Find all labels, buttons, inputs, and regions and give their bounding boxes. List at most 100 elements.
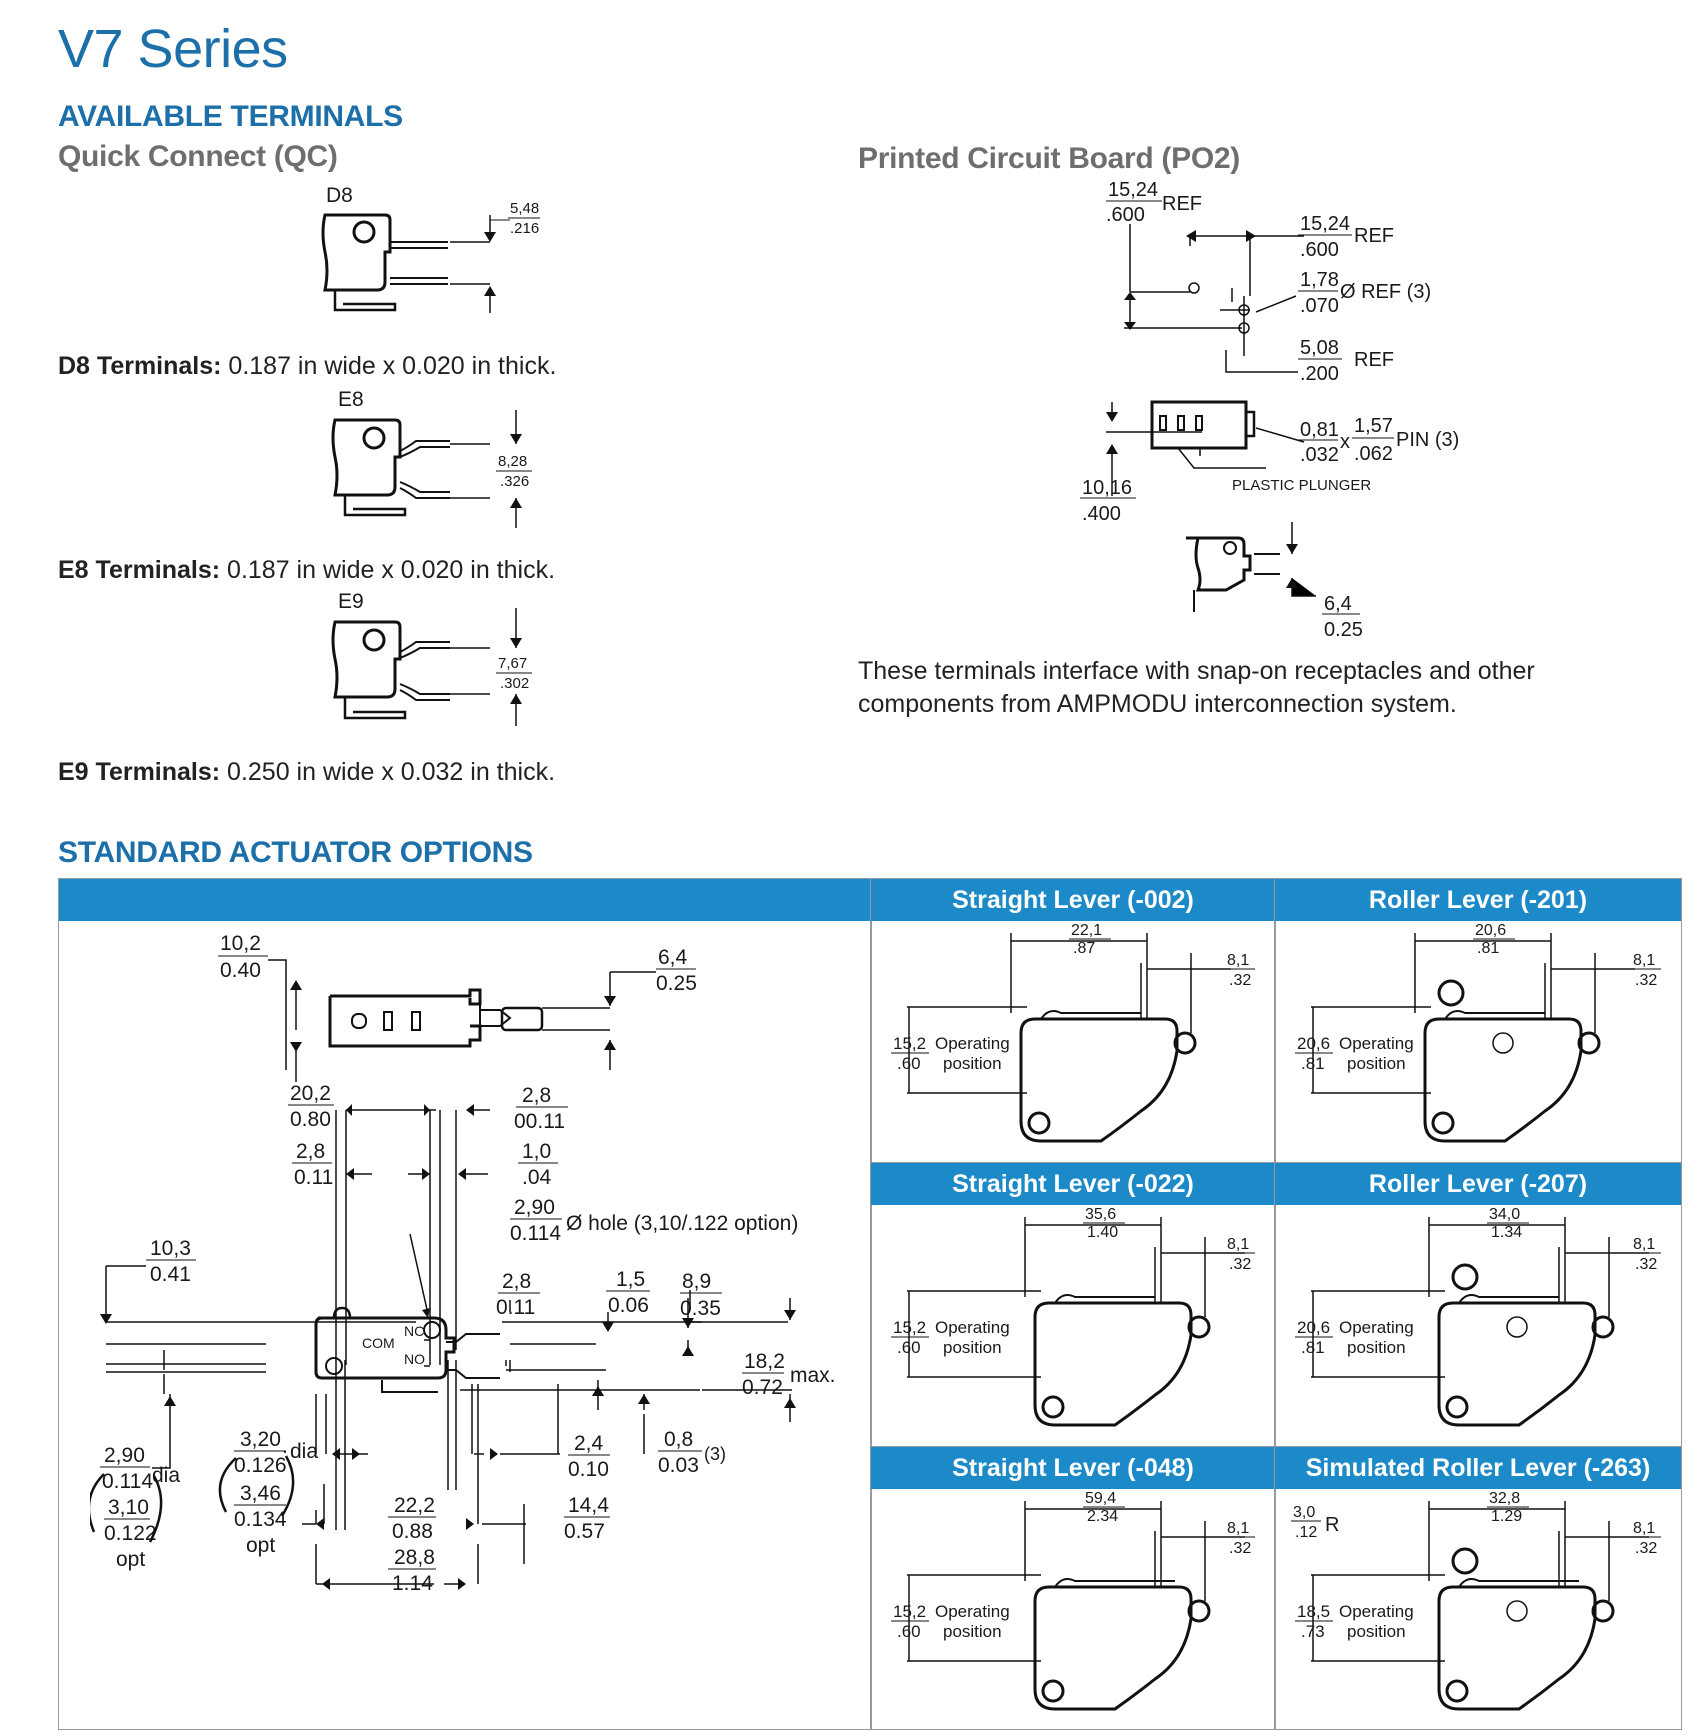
op-label: Operating [935, 1318, 1010, 1337]
op-dim-top: 18,5 [1297, 1602, 1330, 1621]
dim-g-note: Ø hole (3,10/.122 option) [566, 1212, 798, 1235]
pcb-d5-a-bot: .032 [1300, 444, 1339, 466]
e8-spec-text: 0.187 in wide x 0.020 in thick. [220, 556, 556, 584]
dim-i-bot: 0.11 [496, 1296, 535, 1319]
op-label: Operating [1339, 1602, 1414, 1621]
op-label: Operating [1339, 1318, 1414, 1337]
actuator-drawing: 32,81.298,1.3218,5.73Operatingposition3,… [1291, 1491, 1661, 1711]
op-label-2: position [943, 1622, 1002, 1641]
op-dim-bot: .60 [897, 1622, 921, 1641]
dim-p-top: 0,8 [664, 1428, 693, 1451]
len-dim-bot: 1.29 [1491, 1508, 1522, 1525]
lever [1054, 1578, 1175, 1588]
dim-c-top: 20,2 [290, 1082, 331, 1105]
mount-hole [1577, 1031, 1601, 1055]
d8-label: D8 [326, 184, 353, 207]
pcb-d1-bot: .600 [1106, 204, 1145, 226]
op-dim-top: 15,2 [893, 1034, 926, 1053]
pcb-d4-top: 5,08 [1300, 337, 1339, 359]
off-dim-bot: .32 [1229, 972, 1251, 989]
switch-body [1033, 1301, 1193, 1427]
lever [1054, 1294, 1155, 1304]
op-dim-top: 15,2 [893, 1602, 926, 1621]
dim-p-note: (3) [704, 1444, 726, 1464]
radius-dim-bot: .12 [1295, 1524, 1317, 1541]
d8-dim-top: 5,48 [510, 200, 539, 217]
e9-spec-text: 0.250 in wide x 0.032 in thick. [220, 758, 556, 786]
len-dim-top: 34,0 [1489, 1207, 1520, 1223]
pcb-terminal-drawing: 15,24 .600 REF 15,24 .600 REF 1,78 .070 … [1080, 179, 1459, 641]
dim-h-bot: 0.41 [150, 1263, 191, 1286]
actuator-panel-title: Simulated Roller Lever (-263) [1275, 1447, 1681, 1489]
crosshair [1506, 1600, 1528, 1622]
no-label: NO [404, 1351, 425, 1367]
lever [1040, 1010, 1141, 1020]
pcb-d2-ref: REF [1354, 225, 1394, 247]
dim-n-opt-top: 3,46 [240, 1482, 281, 1505]
dim-d-top: 2,8 [522, 1084, 551, 1107]
dim-i-top: 2,8 [502, 1270, 531, 1293]
dim-l-bot: 0.72 [742, 1376, 783, 1399]
e9-spec-name: E9 Terminals: [58, 758, 221, 786]
pcb-d5-x: x [1340, 431, 1350, 453]
com-label: COM [362, 1335, 395, 1351]
d8-spec-name: D8 Terminals: [58, 352, 222, 380]
op-label-2: position [1347, 1338, 1406, 1357]
lever [1444, 1010, 1545, 1020]
actuator-panel-title: Straight Lever (-022) [871, 1163, 1275, 1205]
dim-n-opt-label: opt [246, 1534, 275, 1557]
pcb-d4-ref: REF [1354, 349, 1394, 371]
len-dim-bot: 1.34 [1491, 1224, 1522, 1241]
switch-body [1437, 1301, 1597, 1427]
len-dim-top: 22,1 [1071, 923, 1102, 939]
d8-dim-bot: .216 [510, 220, 539, 237]
dim-k-top: 8,9 [682, 1270, 711, 1293]
off-dim-bot: .32 [1635, 972, 1657, 989]
roller [1437, 979, 1465, 1007]
dim-n-dia: dia [290, 1440, 318, 1463]
roller [1451, 1263, 1479, 1291]
pcb-note: These terminals interface with snap-on r… [858, 657, 1535, 718]
switch-body [1019, 1017, 1179, 1143]
op-label: Operating [1339, 1034, 1414, 1053]
roller [1451, 1547, 1479, 1575]
e9-dim-top: 7,67 [498, 655, 527, 672]
pcb-d1-top: 15,24 [1108, 179, 1158, 201]
e8-terminal-drawing: E8 8,28 .326 [331, 388, 532, 528]
pcb-d3-ref: Ø REF (3) [1340, 281, 1431, 303]
op-label-2: position [943, 1338, 1002, 1357]
pcb-d7-bot: 0.25 [1324, 619, 1363, 641]
len-dim-top: 59,4 [1085, 1491, 1116, 1507]
op-label: Operating [935, 1602, 1010, 1621]
mount-hole [1187, 1599, 1211, 1623]
dim-b-top: 6,4 [658, 946, 688, 969]
lever [1458, 1294, 1559, 1304]
len-dim-top: 20,6 [1475, 923, 1506, 939]
op-dim-top: 20,6 [1297, 1034, 1330, 1053]
pcb-d2-bot: .600 [1300, 239, 1339, 261]
dim-o-bot: 0.10 [568, 1458, 609, 1481]
e8-dim-top: 8,28 [498, 453, 527, 470]
off-dim-bot: .32 [1229, 1540, 1251, 1557]
d8-spec-text: 0.187 in wide x 0.020 in thick. [221, 352, 557, 380]
dim-l-top: 18,2 [744, 1350, 785, 1373]
d8-spec: D8 Terminals: 0.187 in wide x 0.020 in t… [58, 352, 556, 381]
op-dim-bot: .81 [1301, 1338, 1325, 1357]
len-dim-bot: .81 [1477, 940, 1499, 957]
off-dim-bot: .32 [1635, 1540, 1657, 1557]
dim-m-opt-label: opt [116, 1548, 145, 1571]
dim-r-top: 14,4 [568, 1494, 609, 1517]
pcb-d1-ref: REF [1162, 193, 1202, 215]
pcb-d5-b-bot: .062 [1354, 443, 1393, 465]
dim-s-top: 28,8 [394, 1546, 435, 1569]
actuator-panel-title: Straight Lever (-002) [871, 879, 1275, 921]
dim-m-bot: 0.114 [102, 1470, 153, 1493]
lever [1458, 1578, 1579, 1588]
actuator-panel-title: Roller Lever (-207) [1275, 1163, 1681, 1205]
e9-spec: E9 Terminals: 0.250 in wide x 0.032 in t… [58, 758, 555, 787]
dim-m-opt-bot: 0.122 [104, 1522, 157, 1545]
